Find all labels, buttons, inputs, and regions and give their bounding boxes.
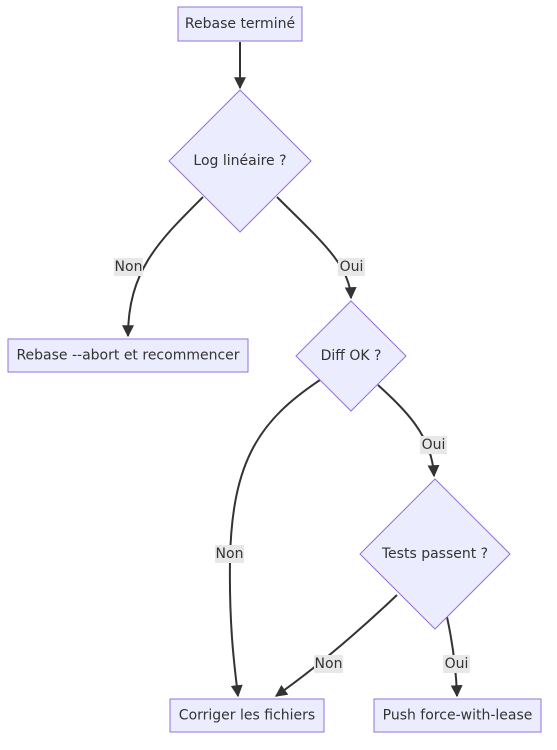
svg-text:Oui: Oui: [422, 437, 446, 453]
svg-text:Non: Non: [315, 656, 343, 672]
edge-label-tests-no: Non: [314, 655, 343, 673]
edge-label-log-no: Non: [114, 258, 143, 276]
svg-text:Rebase terminé: Rebase terminé: [185, 16, 295, 32]
svg-text:Non: Non: [115, 259, 143, 275]
svg-text:Oui: Oui: [340, 259, 364, 275]
node-rebase-abort: Rebase --abort et recommencer: [7, 338, 249, 373]
node-push-force: Push force-with-lease: [373, 698, 542, 733]
edge-tests-yes: [446, 616, 463, 698]
node-tests-passent: Tests passent ?: [359, 478, 511, 630]
edge-tests-no: [275, 594, 398, 697]
svg-text:Rebase --abort et recommencer: Rebase --abort et recommencer: [16, 348, 239, 364]
svg-text:Corriger les fichiers: Corriger les fichiers: [179, 708, 315, 724]
node-diff-ok: Diff OK ?: [295, 300, 407, 412]
node-rebase-termine: Rebase terminé: [177, 6, 303, 42]
node-log-lineaire: Log linéaire ?: [168, 89, 312, 233]
edge-log-yes: [276, 196, 357, 300]
svg-text:Tests passent ?: Tests passent ?: [381, 546, 488, 562]
edge-log-no: [122, 196, 204, 338]
svg-text:Diff OK ?: Diff OK ?: [321, 348, 382, 364]
edge-diff-no: [228, 379, 321, 698]
edge-label-log-yes: Oui: [338, 258, 365, 276]
svg-text:Non: Non: [216, 546, 244, 562]
svg-text:Log linéaire ?: Log linéaire ?: [193, 153, 286, 169]
edge-label-tests-yes: Oui: [443, 655, 470, 673]
svg-text:Push force-with-lease: Push force-with-lease: [383, 708, 533, 724]
edge-label-diff-yes: Oui: [420, 436, 447, 454]
node-corriger-fichiers: Corriger les fichiers: [169, 698, 325, 733]
edge-label-diff-no: Non: [215, 545, 244, 563]
svg-text:Oui: Oui: [445, 656, 469, 672]
edge-diff-yes: [377, 384, 440, 478]
